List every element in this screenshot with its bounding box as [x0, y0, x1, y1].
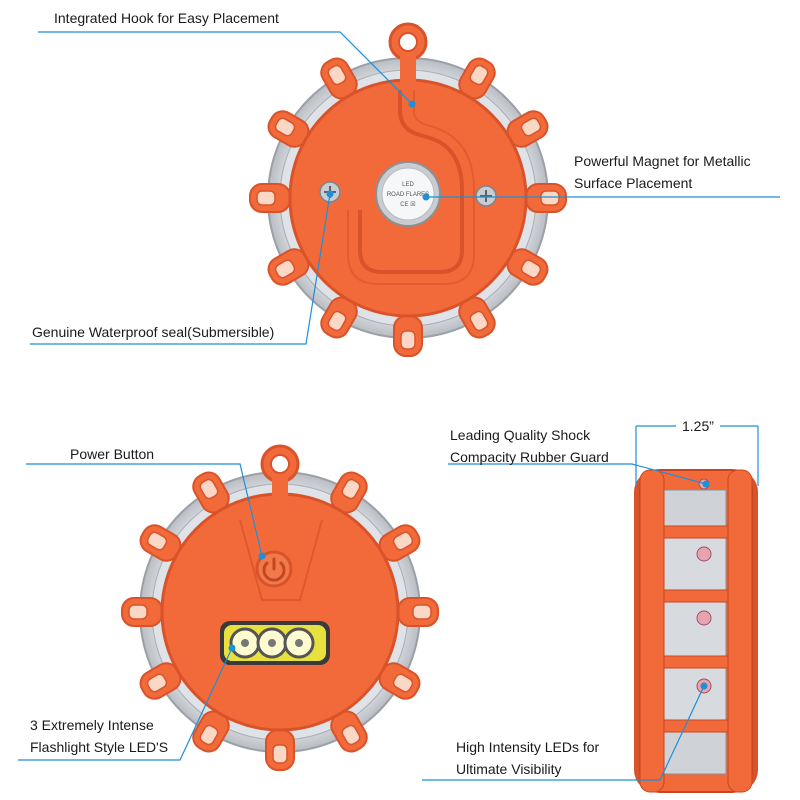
- callout-flashlight: 3 Extremely Intense Flashlight Style LED…: [30, 714, 168, 758]
- callout-leds: High Intensity LEDs for Ultimate Visibil…: [456, 736, 599, 780]
- callout-flashlight-line-1: 3 Extremely Intense: [30, 717, 154, 733]
- callout-magnet-line-1: Powerful Magnet for Metallic: [574, 153, 751, 169]
- callout-leds-line-1: High Intensity LEDs for: [456, 739, 600, 755]
- rubber-tab: [121, 597, 163, 627]
- rubber-tab: [397, 597, 439, 627]
- callout-width-text: 1.25”: [682, 418, 714, 434]
- rubber-tab: [265, 729, 295, 771]
- callout-shock: Leading Quality Shock Compacity Rubber G…: [450, 424, 609, 468]
- callout-hook-text: Integrated Hook for Easy Placement: [54, 10, 279, 26]
- callout-magnet-line-2: Surface Placement: [574, 175, 693, 191]
- callout-flashlight-line-2: Flashlight Style LED'S: [30, 739, 169, 755]
- hook-track: [358, 90, 464, 274]
- callout-dots: [228, 100, 710, 690]
- flashlight-leds: [220, 621, 330, 665]
- callout-magnet: Powerful Magnet for Metallic Surface Pla…: [574, 150, 751, 194]
- callout-lines: [18, 31, 780, 781]
- callout-power: Power Button: [70, 443, 154, 465]
- magnet-text-3: CE ☒: [400, 201, 415, 208]
- rubber-tab: [393, 315, 423, 357]
- magnet: LED ROAD FLARES CE ☒: [375, 161, 441, 227]
- callout-shock-line-2: Compacity Rubber Guard: [450, 449, 609, 465]
- callout-seal-text: Genuine Waterproof seal(Submersible): [32, 324, 275, 340]
- hook: [388, 22, 428, 93]
- flare-front-view: [121, 444, 439, 771]
- flare-back-view: LED ROAD FLARES CE ☒: [249, 22, 567, 357]
- callout-leds-line-2: Ultimate Visibility: [456, 761, 562, 777]
- callout-hook: Integrated Hook for Easy Placement: [54, 7, 279, 29]
- hook: [260, 444, 300, 506]
- callout-power-text: Power Button: [70, 446, 155, 462]
- power-button: [255, 550, 293, 588]
- callout-width: 1.25”: [682, 415, 714, 437]
- callout-shock-line-1: Leading Quality Shock: [450, 427, 591, 443]
- callout-seal: Genuine Waterproof seal(Submersible): [32, 321, 274, 343]
- magnet-text-2: ROAD FLARES: [387, 192, 429, 198]
- magnet-text-1: LED: [402, 182, 414, 188]
- flare-side-view: [634, 469, 758, 793]
- screw-right: [475, 185, 497, 207]
- rubber-tab: [249, 183, 291, 213]
- rubber-tab: [525, 183, 567, 213]
